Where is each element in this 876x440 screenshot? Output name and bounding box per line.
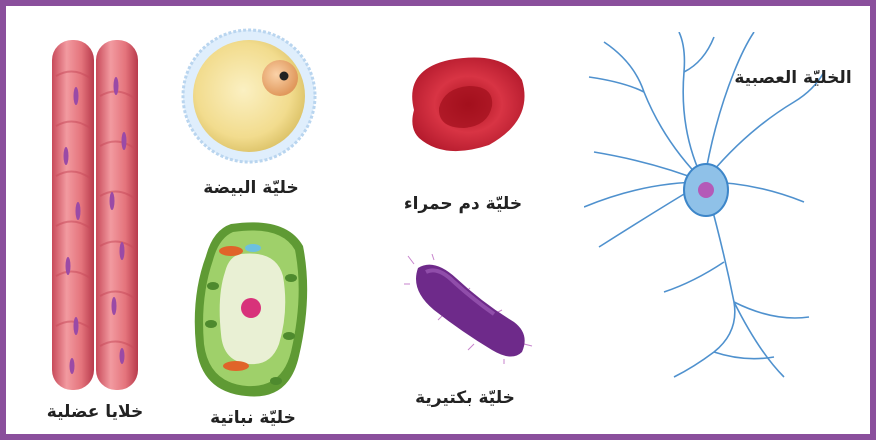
bacterial-cell-image xyxy=(404,254,534,364)
red-blood-cell-image xyxy=(394,50,534,160)
muscle-cells-image xyxy=(46,36,146,396)
bacterial-cell-label: خليّة بكتيرية xyxy=(390,388,540,408)
muscle-cells-label: خلايا عضلية xyxy=(30,402,160,422)
plant-cell-label: خليّة نباتية xyxy=(188,408,318,428)
nerve-cell-label: الخليّة العصبية xyxy=(730,68,856,88)
red-blood-cell-label: خليّة دم حمراء xyxy=(388,194,538,214)
egg-cell-image xyxy=(174,26,324,166)
egg-cell-label: خليّة البيضة xyxy=(186,178,316,198)
plant-cell-image xyxy=(191,216,316,406)
